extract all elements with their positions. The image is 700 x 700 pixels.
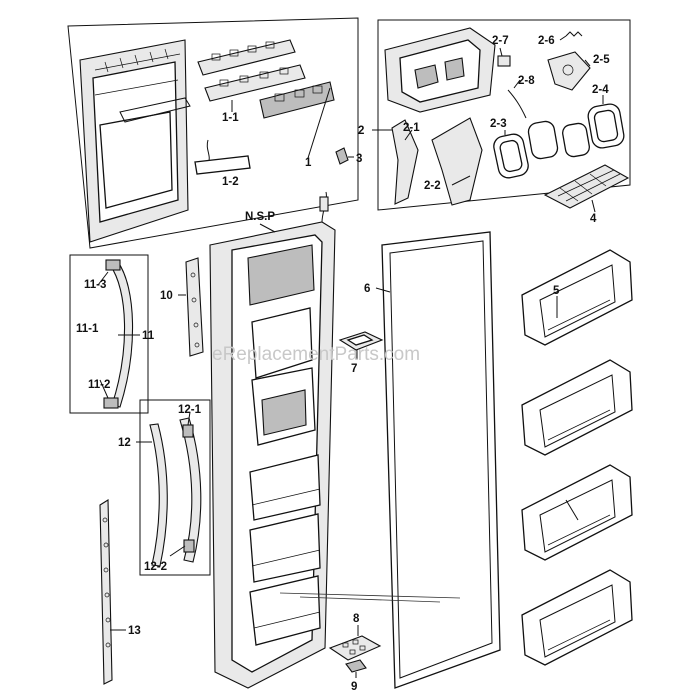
part-dispenser-cover: [79, 39, 191, 243]
label-11-1: 11-1: [76, 323, 99, 335]
scan-artifact-lines: [279, 592, 461, 603]
part-dispenser-housing: [384, 27, 496, 113]
label-12: 12: [118, 437, 131, 449]
label-12-2: 12-2: [144, 561, 167, 573]
label-11: 11: [142, 330, 155, 342]
part-12-handle: [149, 417, 202, 567]
label-1-2: 1-2: [222, 176, 239, 188]
part-2-8-wire: [507, 89, 527, 119]
label-2-2: 2-2: [424, 180, 441, 192]
inset-box-part-12: 12 12-1 12-2: [118, 399, 211, 576]
label-nsp: N.S.P: [245, 211, 275, 223]
label-2-1: 2-1: [403, 122, 420, 134]
label-5: 5: [553, 285, 560, 297]
label-9: 9: [351, 681, 357, 693]
label-2-6: 2-6: [538, 35, 555, 47]
part-8-plate: 8: [328, 613, 382, 661]
label-10: 10: [160, 290, 173, 302]
label-11-3: 11-3: [84, 279, 106, 291]
door-bin-4: [521, 569, 633, 666]
label-2-8: 2-8: [518, 75, 535, 87]
inset-box-dispenser-cover: 1-1 1-2 1: [67, 17, 359, 249]
label-8: 8: [353, 613, 360, 625]
part-4-grille: 4: [543, 164, 630, 225]
watermark: eReplacementParts.com: [212, 344, 420, 365]
part-2-3-seals: [493, 120, 590, 179]
label-6: 6: [364, 283, 370, 295]
part-2-5-bracket: [547, 51, 591, 91]
part-1-2-strip: [194, 139, 251, 175]
part-10-trim: 10: [160, 257, 204, 357]
label-12-1: 12-1: [178, 404, 202, 416]
label-13: 13: [128, 625, 141, 637]
door-bin-1: [521, 249, 633, 346]
part-5-door-bins: 5: [521, 249, 633, 666]
label-2: 2: [358, 125, 364, 137]
part-2-1-lever: [391, 119, 419, 205]
label-2-7: 2-7: [492, 35, 509, 47]
door-bin-2: [521, 359, 633, 456]
part-11-handle-cap: [103, 259, 134, 409]
part-2-4-gasket: [587, 103, 625, 149]
label-1: 1: [305, 157, 312, 169]
label-11-2: 11-2: [88, 379, 110, 391]
inset-box-part-11: 11 11-1 11-2 11-3: [69, 254, 155, 414]
label-2-3: 2-3: [490, 118, 507, 130]
part-13-strip: 13: [99, 499, 141, 685]
part-9-clip: 9: [345, 659, 367, 693]
inset-box-dispenser-mechanism: 2 2-1 2-2 2-3 2-4 2-5 2-6 2-7 2-8: [358, 19, 631, 211]
part-door-liner: N.S.P: [209, 191, 336, 689]
part-1-1-control-board: [197, 39, 335, 119]
part-2-2-paddle: [431, 117, 483, 206]
label-3: 3: [356, 153, 362, 165]
label-4: 4: [590, 213, 597, 225]
part-2-7-cap: [497, 55, 511, 67]
label-7: 7: [351, 363, 357, 375]
part-7-cup: 7: [338, 331, 384, 375]
label-1-1: 1-1: [222, 112, 239, 124]
part-6-door-gasket: 6: [364, 231, 501, 689]
label-2-5: 2-5: [593, 54, 610, 66]
part-2-6-spring: [565, 31, 583, 37]
door-bin-3: [521, 464, 633, 561]
part-3-clip: 3: [335, 147, 362, 165]
label-2-4: 2-4: [592, 84, 609, 96]
